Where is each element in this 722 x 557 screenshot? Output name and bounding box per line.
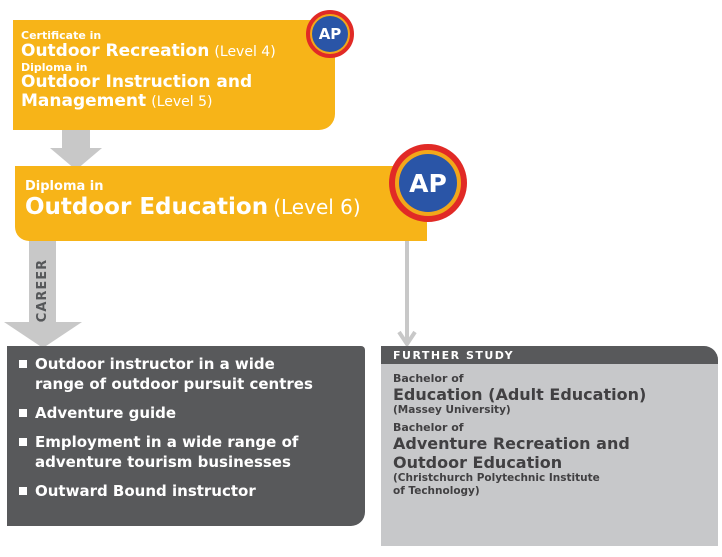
study-program: Bachelor of Education (Adult Education) … (393, 372, 718, 417)
bullet-icon (19, 360, 27, 368)
outdoor-education-diploma-box: Diploma in Outdoor Education (Level 6) (15, 166, 427, 241)
further-study-header: FURTHER STUDY (381, 346, 718, 364)
program-institution: (Massey University) (393, 404, 511, 416)
further-study-panel: FURTHER STUDY Bachelor of Education (Adu… (381, 346, 718, 546)
program-institution-line2: of Technology) (393, 485, 480, 497)
bullet-icon (19, 409, 27, 417)
certificate-diploma-box: Certificate in Outdoor Recreation (Level… (13, 20, 335, 130)
arrow-down-career (4, 240, 82, 348)
career-label: CAREER (35, 258, 51, 322)
program-name-line2: Outdoor Education (393, 453, 563, 472)
program-name-line1: Adventure Recreation and (393, 434, 630, 453)
further-study-arrowhead (397, 330, 417, 348)
career-item: Outward Bound instructor (19, 481, 365, 501)
career-item: Outdoor instructor in a wide range of ou… (19, 354, 365, 394)
bullet-icon (19, 438, 27, 446)
program-name: Education (Adult Education) (393, 385, 647, 404)
ap-badge-small-text: AP (312, 16, 348, 52)
study-program: Bachelor of Adventure Recreation and Out… (393, 421, 718, 498)
program-label: Bachelor of (393, 372, 464, 385)
arrow-down-1 (50, 130, 102, 170)
career-list: Outdoor instructor in a wide range of ou… (7, 346, 365, 526)
certificate-name: Outdoor Recreation (21, 41, 210, 61)
ap-badge-small: AP (306, 10, 354, 58)
career-item: Employment in a wide range of adventure … (19, 432, 365, 472)
ap-badge-large-text: AP (399, 154, 457, 212)
program-institution-line1: (Christchurch Polytechnic Institute (393, 472, 600, 484)
certificate-label: Certificate in (21, 29, 102, 42)
diploma-name-line2: Management (21, 91, 147, 111)
diploma-label: Diploma in (21, 61, 88, 74)
outdoor-education-level: (Level 6) (273, 195, 361, 219)
outdoor-education-name: Outdoor Education (25, 194, 269, 220)
diploma-level: (Level 5) (151, 94, 213, 110)
bullet-icon (19, 487, 27, 495)
diploma-name-line1: Outdoor Instruction and (21, 72, 253, 92)
diploma-in-label: Diploma in (25, 179, 104, 194)
program-label: Bachelor of (393, 421, 464, 434)
ap-badge-large: AP (389, 144, 467, 222)
career-item: Adventure guide (19, 403, 365, 423)
certificate-level: (Level 4) (214, 44, 276, 60)
